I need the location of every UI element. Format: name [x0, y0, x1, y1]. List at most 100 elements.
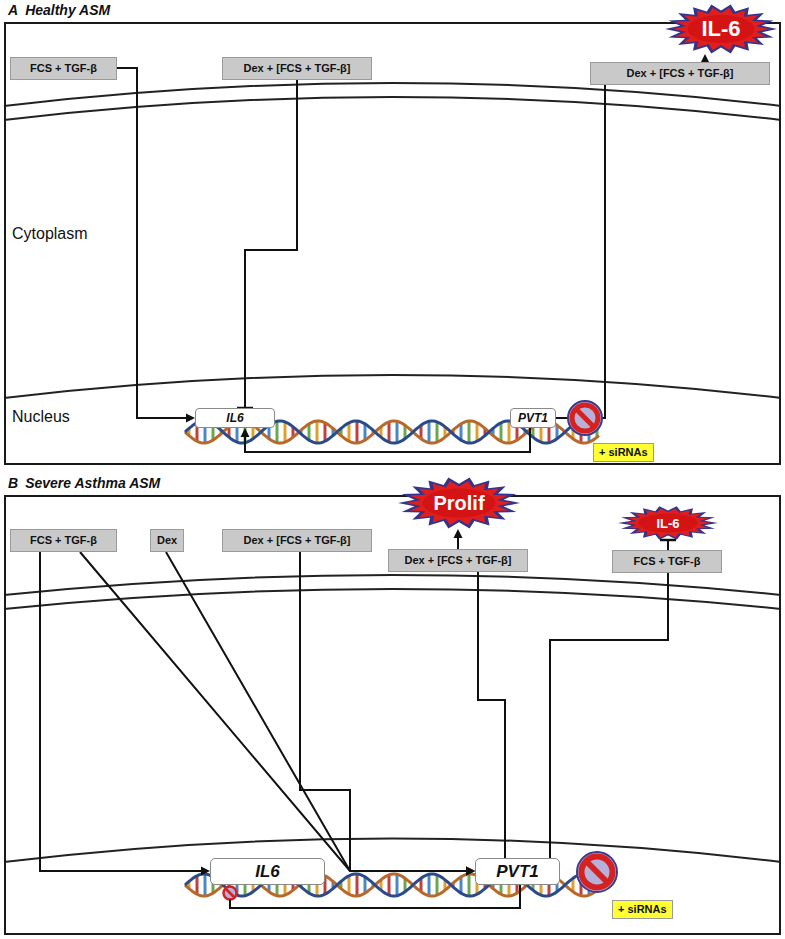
- nuclear-envelope: [4, 839, 781, 863]
- gene-box: PVT1: [510, 408, 556, 428]
- dna-rung: [276, 421, 279, 442]
- stimulus-box: Dex + [FCS + TGF-β]: [590, 62, 770, 85]
- box-label: PVT1: [518, 411, 548, 425]
- dna-rung: [348, 876, 351, 894]
- gene-box: IL6: [195, 408, 275, 428]
- arrow-head: [466, 867, 475, 876]
- connector: [300, 552, 466, 871]
- gene-box: PVT1: [475, 858, 560, 885]
- no-sign: [568, 401, 602, 435]
- stimulus-box: Dex + [FCS + TGF-β]: [388, 549, 528, 572]
- region-label: Nucleus: [12, 408, 70, 426]
- region-label-text: Nucleus: [12, 408, 70, 425]
- box-label: IL6: [255, 862, 280, 881]
- dna-rung: [396, 874, 399, 895]
- output-burst: IL-6: [665, 4, 777, 54]
- connector: [667, 540, 669, 550]
- starburst-core: [638, 513, 698, 532]
- dna-rung: [436, 875, 439, 895]
- box-label: Dex: [157, 534, 177, 546]
- stimulus-box: Dex + [FCS + TGF-β]: [222, 529, 372, 552]
- stimulus-box: Dex + [FCS + TGF-β]: [222, 57, 372, 80]
- dna-rung: [324, 423, 327, 441]
- connector: [478, 572, 505, 858]
- connector: [117, 68, 186, 418]
- connector: [80, 552, 466, 871]
- sirna-box: + siRNAs: [612, 900, 673, 919]
- connector: [457, 538, 459, 549]
- panel: AHealthy ASMFCS + TGF-βDex + [FCS + TGF-…: [4, 22, 781, 465]
- box-label: + siRNAs: [599, 446, 648, 458]
- no-sign: [577, 852, 617, 892]
- output-burst: Prolif: [398, 477, 520, 529]
- panel-heading: B Severe Asthma ASM: [8, 475, 167, 491]
- burst-label: Prolif: [433, 492, 484, 515]
- gene-box: IL6: [210, 858, 325, 885]
- dna-rung: [468, 874, 471, 896]
- cell-membrane: [4, 83, 781, 106]
- no-sign-head: [224, 887, 237, 900]
- dna-rung: [316, 421, 319, 443]
- box-label: Dex + [FCS + TGF-β]: [405, 554, 512, 566]
- starburst-core: [422, 488, 495, 517]
- stimulus-box: FCS + TGF-β: [10, 529, 117, 552]
- starburst-fill: [625, 509, 711, 538]
- region-label-text: Cytoplasm: [12, 225, 88, 242]
- dna-rung: [476, 423, 479, 441]
- connector: [550, 573, 668, 858]
- starburst-fill: [407, 481, 512, 525]
- box-label: Dex + [FCS + TGF-β]: [244, 62, 351, 74]
- dna-rung: [428, 421, 431, 442]
- starburst-rim: [398, 477, 520, 528]
- starburst-rim: [665, 4, 777, 53]
- box-label: FCS + TGF-β: [30, 62, 97, 74]
- box-label: PVT1: [496, 862, 539, 881]
- arrow-head: [241, 428, 250, 437]
- panel-letter: B: [8, 475, 18, 491]
- box-label: Dex + [FCS + TGF-β]: [244, 534, 351, 546]
- dna-rung: [436, 422, 439, 442]
- stimulus-box: Dex: [150, 529, 184, 552]
- panel-heading: A Healthy ASM: [8, 2, 117, 18]
- dna-rung: [204, 874, 207, 896]
- region-label: Cytoplasm: [12, 225, 88, 243]
- dna-rung: [500, 423, 503, 441]
- connector: [245, 428, 530, 452]
- box-label: Dex + [FCS + TGF-β]: [627, 67, 734, 79]
- dna-rung: [396, 421, 399, 442]
- connector: [245, 80, 297, 408]
- panel-letter: A: [8, 2, 18, 18]
- panel-title: Severe Asthma ASM: [25, 475, 160, 491]
- sirna-box: + siRNAs: [593, 443, 654, 462]
- arrow-head: [454, 529, 463, 538]
- connector: [166, 552, 466, 871]
- starburst-core: [687, 15, 754, 43]
- dna-rung: [388, 422, 391, 442]
- starburst-fill: [673, 8, 769, 50]
- arrow-head: [466, 867, 475, 876]
- dna-rung: [356, 874, 359, 896]
- box-label: FCS + TGF-β: [30, 534, 97, 546]
- stimulus-box: FCS + TGF-β: [10, 57, 117, 80]
- arrow-head: [186, 414, 195, 423]
- dna-rung: [348, 423, 351, 441]
- dna-rung: [388, 875, 391, 895]
- stimulus-box: FCS + TGF-β: [612, 550, 722, 573]
- arrow-head: [201, 867, 210, 876]
- box-label: IL6: [226, 411, 243, 425]
- starburst-rim: [618, 506, 718, 539]
- box-label: FCS + TGF-β: [634, 555, 701, 567]
- dna-rung: [196, 876, 199, 894]
- arrow-head: [466, 867, 475, 876]
- dna-rung: [468, 421, 471, 443]
- box-label: + siRNAs: [618, 903, 667, 915]
- panel-title: Healthy ASM: [25, 2, 110, 18]
- connector: [230, 885, 520, 908]
- output-burst: IL-6: [618, 506, 718, 540]
- panel: BSevere Asthma ASMFCS + TGF-βDexDex + [F…: [4, 495, 781, 935]
- cell-membrane: [4, 97, 781, 120]
- connector: [556, 85, 605, 418]
